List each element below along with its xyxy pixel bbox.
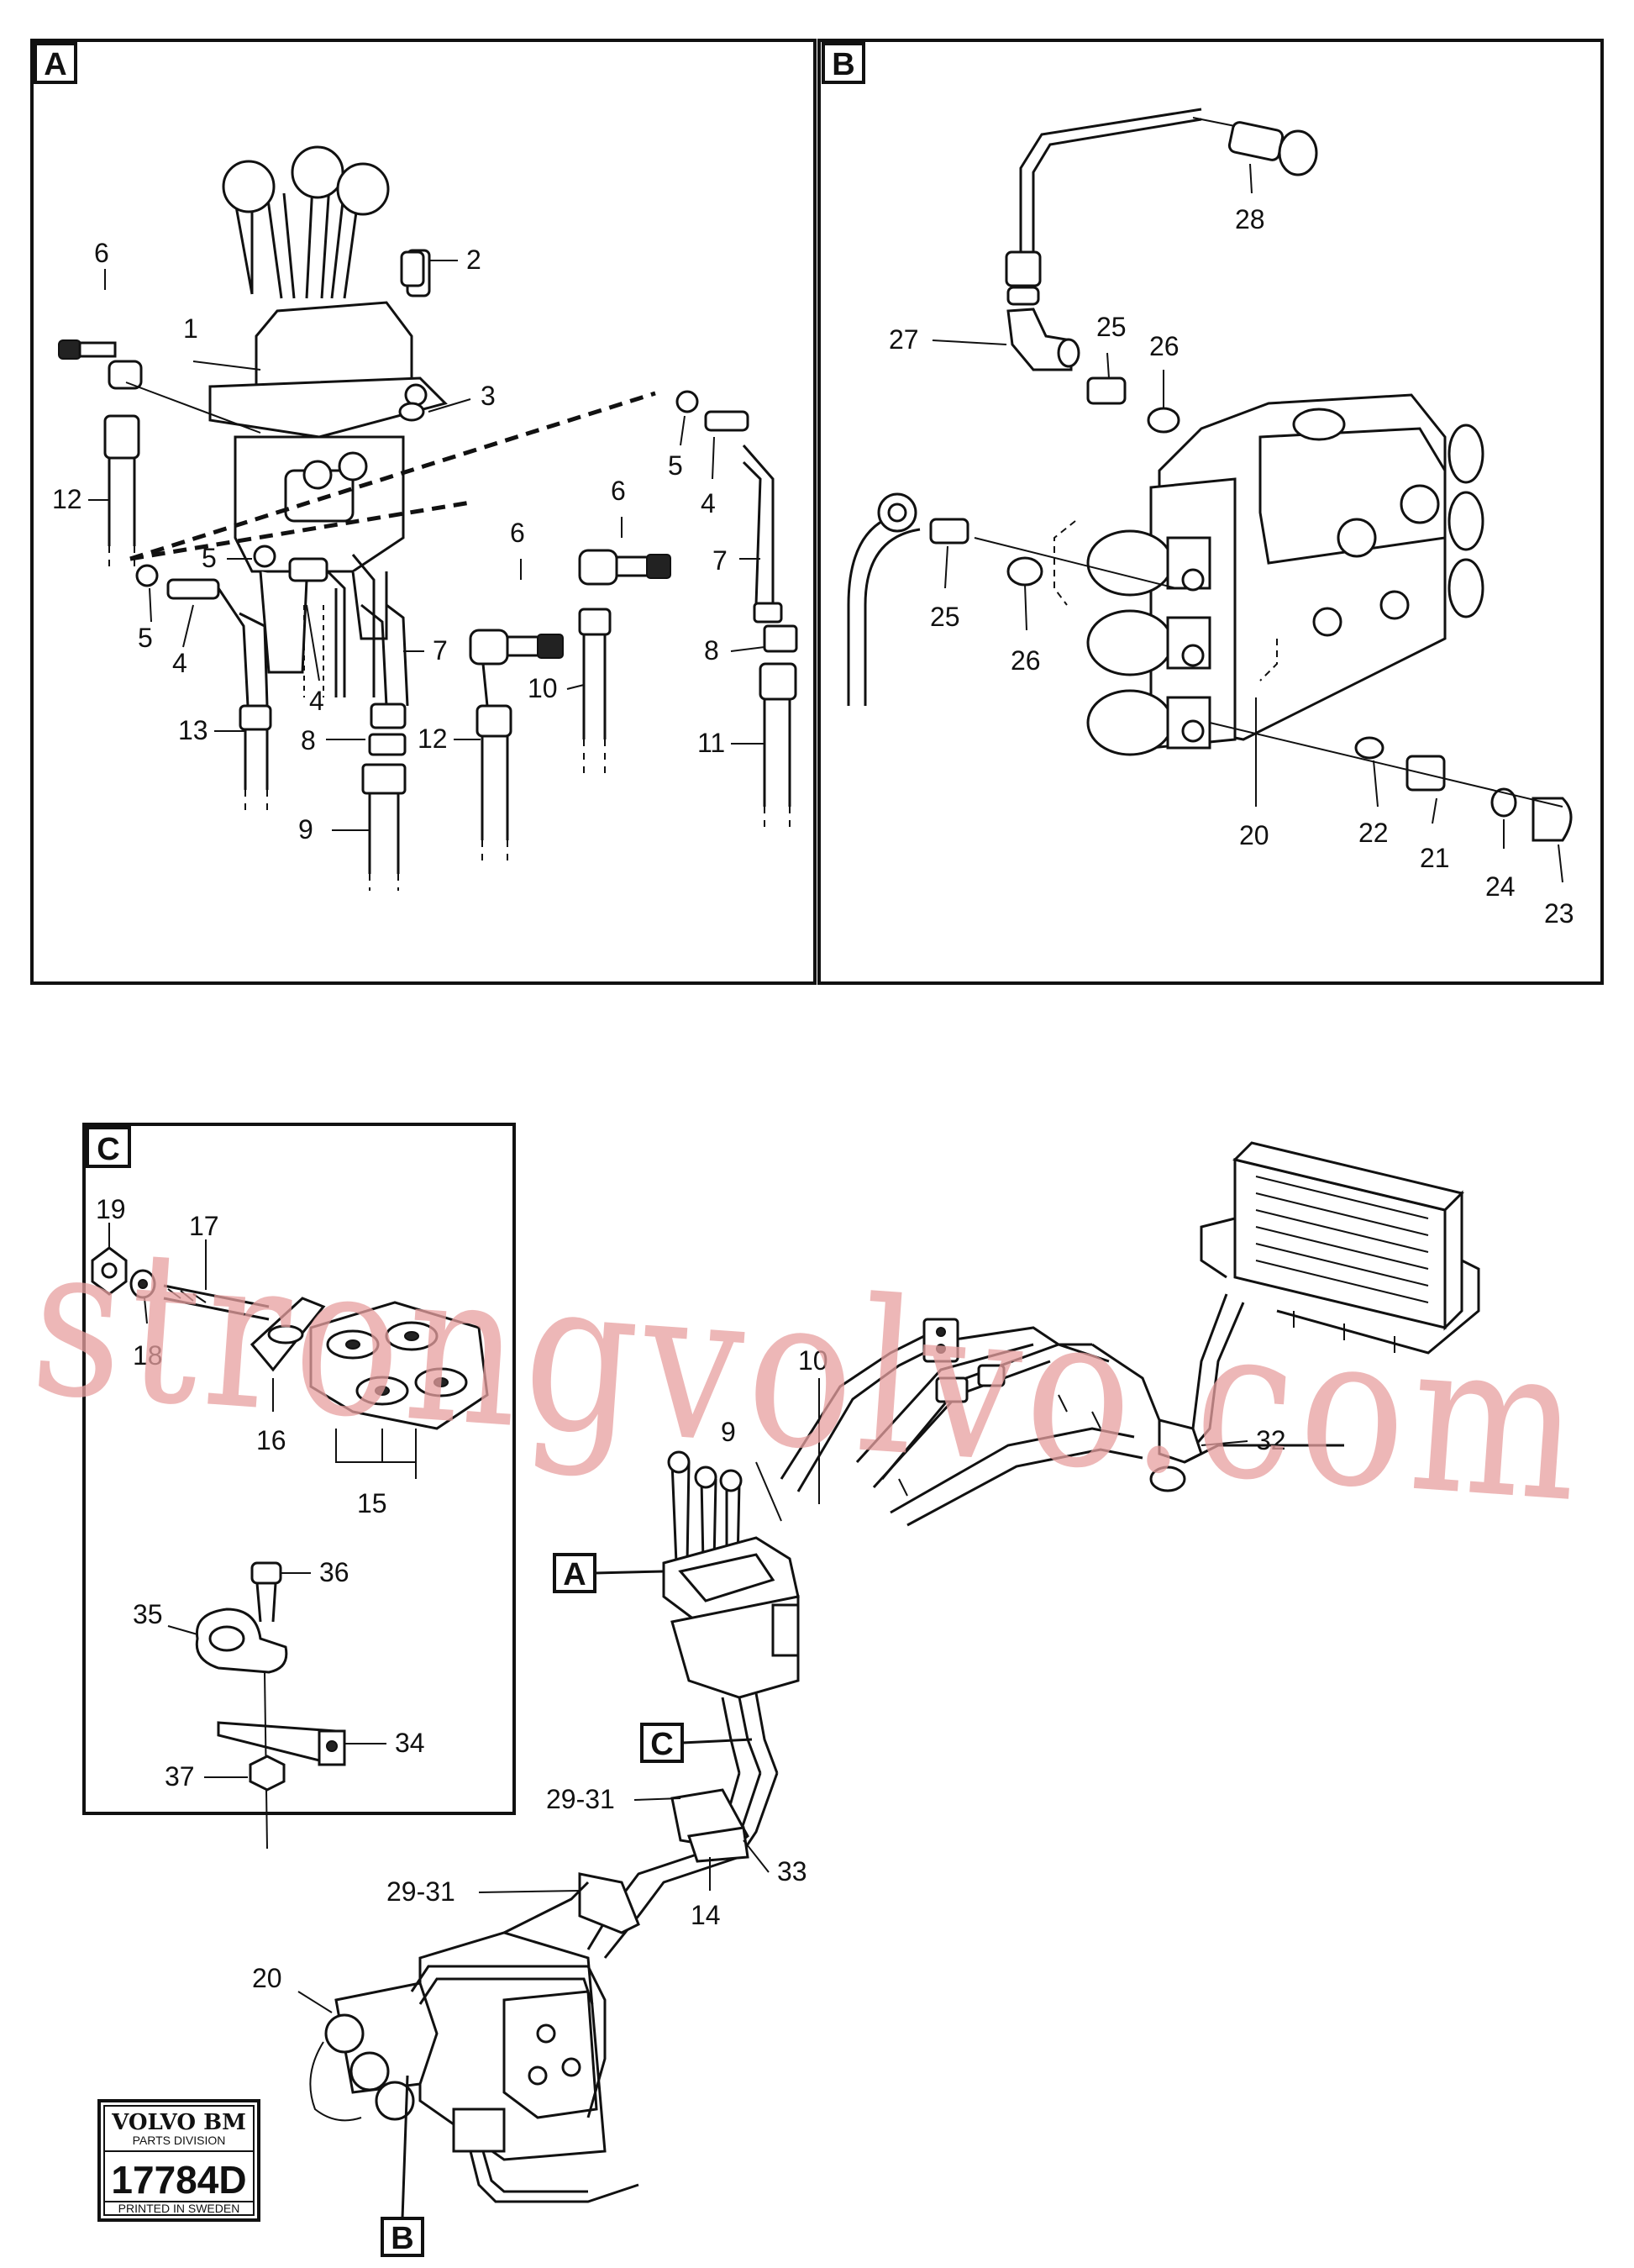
panel-a: A — [30, 39, 817, 985]
assembly-drawing — [309, 1141, 1480, 2203]
label-27: 27 — [889, 324, 919, 355]
label-11: 11 — [697, 728, 725, 758]
label-9: 9 — [298, 814, 313, 845]
label-28: 28 — [1235, 204, 1265, 234]
label-29-31-upper: 29-31 — [546, 1784, 615, 1814]
label-34: 34 — [395, 1728, 425, 1758]
label-4c: 4 — [701, 488, 716, 518]
label-5c: 5 — [668, 450, 683, 481]
label-17: 17 — [189, 1211, 219, 1241]
section-c-letter: C — [97, 1132, 119, 1167]
control-valve-drawing — [208, 145, 448, 674]
label-16: 16 — [256, 1425, 286, 1455]
label-7a: 7 — [433, 635, 448, 666]
label-13: 13 — [178, 715, 208, 745]
labels-main: 9 10 14 20 29-31 29-31 32 33 — [252, 1345, 1286, 2013]
label-19: 19 — [96, 1194, 126, 1224]
label-29-31-lower: 29-31 — [386, 1876, 455, 1907]
hoses-and-fittings-a — [58, 250, 798, 891]
panel-b: B — [817, 39, 1604, 985]
label-25a: 25 — [1096, 312, 1127, 342]
label-12a: 12 — [52, 484, 82, 514]
labels-a: 1 2 3 4 4 4 5 5 5 6 6 6 7 7 8 8 9 10 11 … — [52, 238, 765, 845]
callout-a-letter: A — [563, 1557, 586, 1592]
distribution-block-drawing — [1053, 393, 1484, 756]
section-b-letter: B — [832, 47, 854, 82]
label-18: 18 — [133, 1340, 163, 1371]
label-3: 3 — [481, 381, 496, 411]
label-36: 36 — [319, 1557, 349, 1587]
label-20: 20 — [1239, 820, 1269, 850]
labels-c: 15 16 17 18 19 34 35 36 37 — [96, 1194, 425, 1792]
panel-c: C — [82, 1123, 516, 1850]
label-21: 21 — [1420, 843, 1450, 873]
label-4b: 4 — [309, 686, 324, 716]
label-32: 32 — [1256, 1425, 1286, 1455]
label-6c: 6 — [611, 476, 626, 506]
badge-brand: VOLVO BM — [111, 2110, 246, 2135]
label-37: 37 — [165, 1761, 195, 1792]
label-10-main: 10 — [798, 1345, 828, 1376]
dashed-connector-upper — [129, 391, 656, 561]
label-7b: 7 — [712, 545, 728, 576]
section-a-letter: A — [44, 47, 66, 82]
label-5a: 5 — [138, 623, 153, 653]
main-assembly: A C B 9 10 14 20 29-31 29-31 32 33 — [252, 1141, 1480, 2257]
callout-b-letter: B — [391, 2221, 413, 2256]
label-10: 10 — [528, 673, 558, 703]
label-14: 14 — [691, 1900, 721, 1930]
label-4a: 4 — [172, 648, 187, 678]
label-33: 33 — [777, 1856, 807, 1886]
callout-a: A — [553, 1553, 665, 1593]
dashed-connector-lower — [129, 500, 471, 561]
label-1: 1 — [183, 313, 198, 344]
label-6b: 6 — [510, 518, 525, 548]
mounting-parts-drawing — [91, 1246, 489, 1850]
badge-printed: PRINTED IN SWEDEN — [118, 2202, 240, 2215]
pipes-fittings-b — [847, 108, 1573, 842]
label-26a: 26 — [1149, 331, 1180, 361]
badge-number: 17784D — [111, 2158, 246, 2202]
label-12b: 12 — [418, 724, 448, 754]
label-20-main: 20 — [252, 1963, 282, 1993]
label-8a: 8 — [301, 725, 316, 755]
label-6a: 6 — [94, 238, 109, 268]
callout-b: B — [381, 2075, 424, 2257]
label-35: 35 — [133, 1599, 163, 1629]
label-23: 23 — [1544, 898, 1574, 929]
label-22: 22 — [1358, 818, 1389, 848]
label-26b: 26 — [1011, 645, 1041, 676]
label-8b: 8 — [704, 635, 719, 666]
label-24: 24 — [1485, 871, 1516, 902]
label-9-main: 9 — [721, 1417, 736, 1447]
label-15: 15 — [357, 1488, 387, 1518]
badge-division: PARTS DIVISION — [133, 2134, 226, 2147]
labels-b: 20 21 22 23 24 25 25 26 26 27 28 — [889, 163, 1574, 929]
callout-c: C — [640, 1723, 753, 1763]
callout-c-letter: C — [650, 1727, 673, 1762]
volvo-bm-badge: VOLVO BM PARTS DIVISION 17784D PRINTED I… — [97, 2099, 260, 2222]
label-25b: 25 — [930, 602, 960, 632]
label-2: 2 — [466, 245, 481, 275]
label-5b: 5 — [202, 543, 217, 573]
